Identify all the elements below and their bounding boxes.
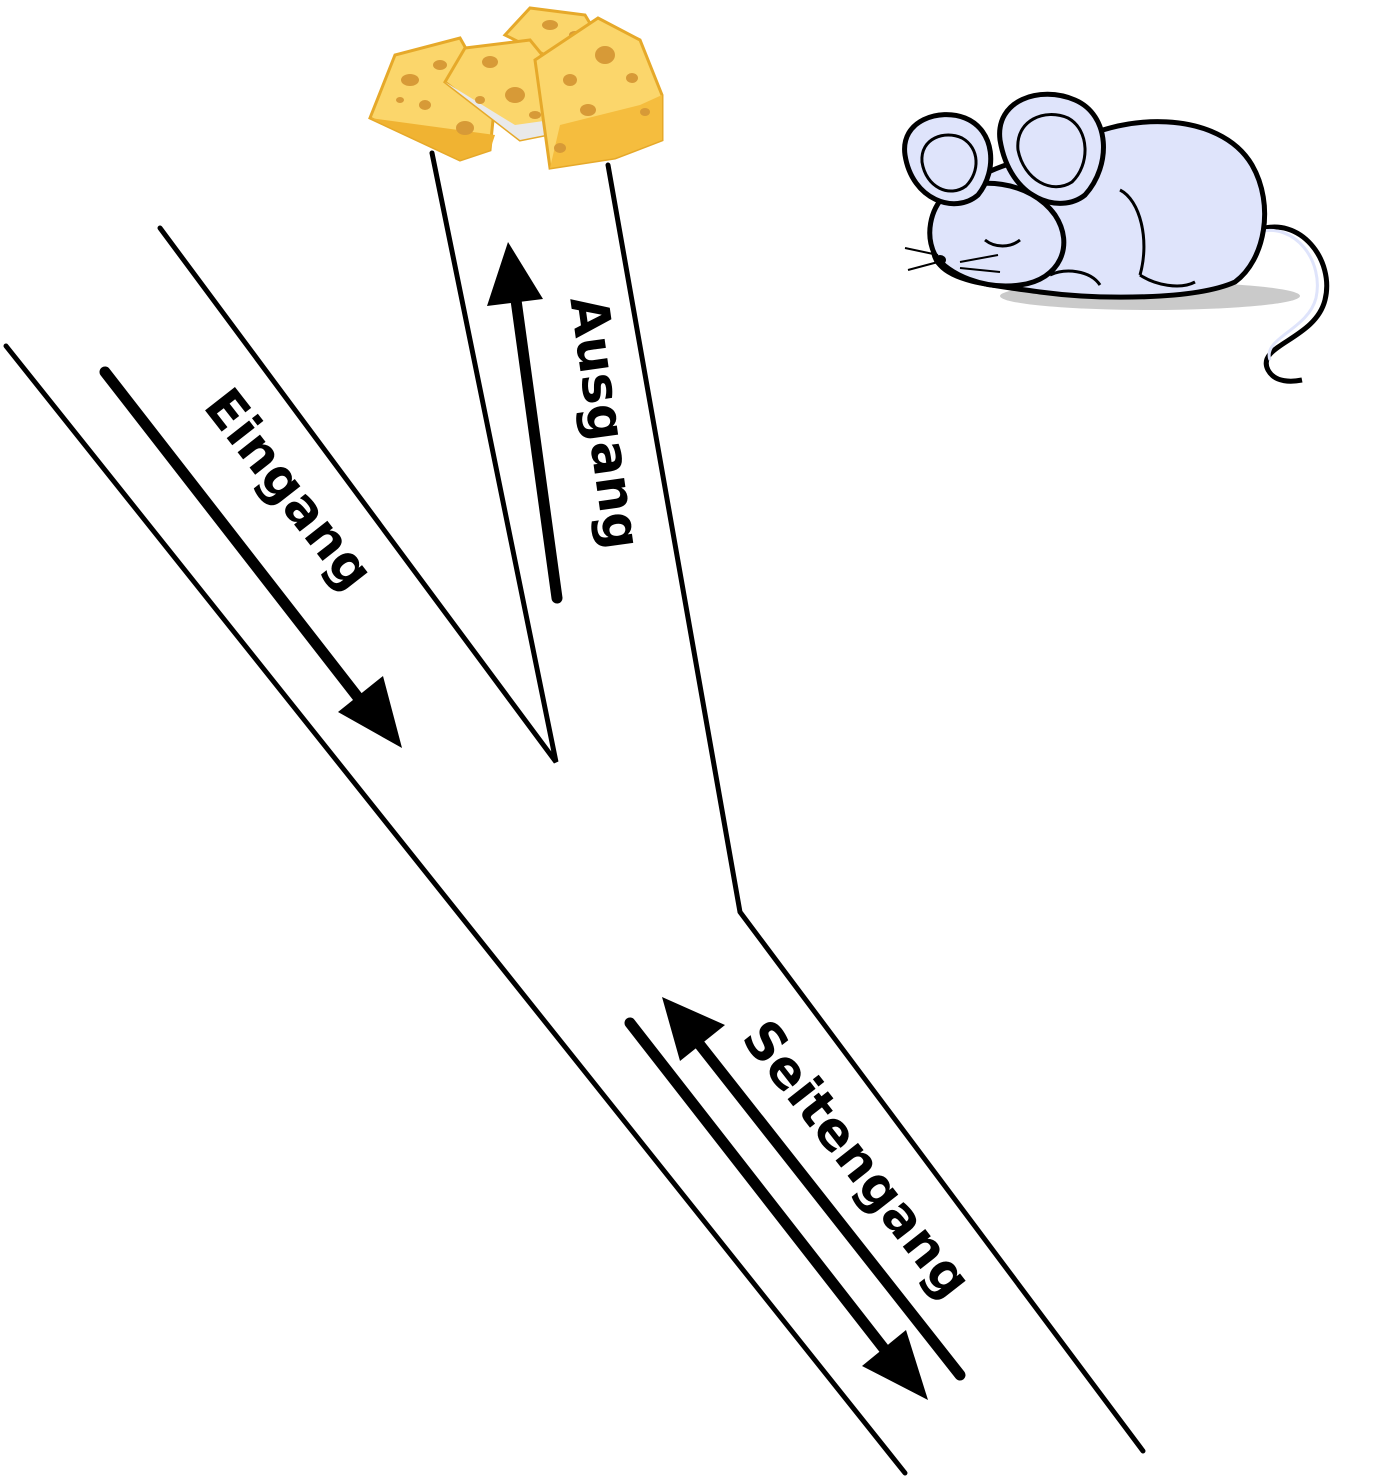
left-outer-wall <box>3 343 908 1476</box>
mouse-eye <box>984 238 1021 248</box>
mouse-icon <box>902 91 1330 384</box>
right-wall <box>605 162 1146 1454</box>
exit-arrow <box>487 242 563 604</box>
side-passage-arrow-out <box>624 1017 928 1400</box>
cheese-icon <box>368 6 664 170</box>
mouse-whiskers <box>904 247 1001 273</box>
left-inner-wall <box>157 150 559 764</box>
mouse-tail <box>1257 224 1330 384</box>
entrance-arrow <box>99 366 402 748</box>
side-passage-arrow-in <box>662 997 966 1381</box>
mouse-head <box>927 180 1067 289</box>
maze-walls <box>3 150 1146 1476</box>
side-passage-label: Seitengang <box>730 1009 983 1309</box>
